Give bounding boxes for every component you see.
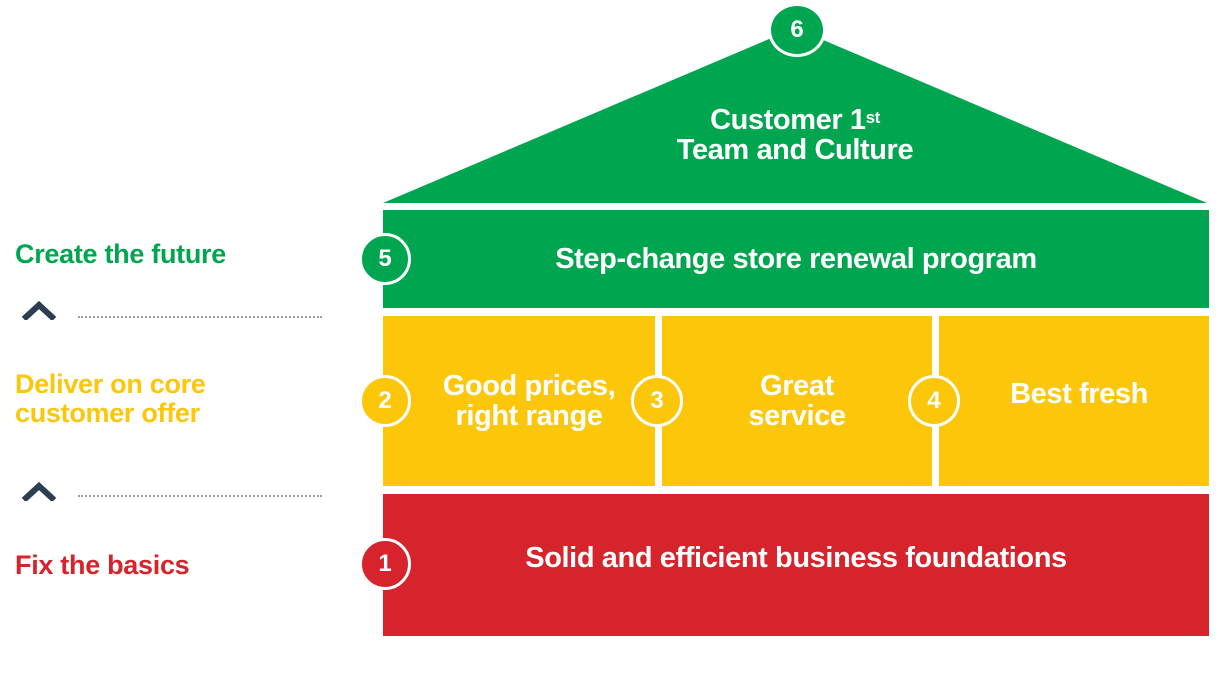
block-store-renewal: Step-change store renewal program <box>383 210 1209 308</box>
block-great-service-line2: service <box>748 400 846 432</box>
block-good-prices: Good prices, right range <box>383 316 655 486</box>
number-badge-1: 1 <box>359 538 411 590</box>
roof-text: Customer 1st Team and Culture <box>600 105 990 165</box>
label-deliver-on-core: Deliver on core customer offer <box>15 370 206 428</box>
label-fix-the-basics: Fix the basics <box>15 550 190 580</box>
number-badge-2: 2 <box>359 375 411 427</box>
block-best-fresh: Best fresh <box>939 316 1209 486</box>
dotted-divider <box>78 316 322 318</box>
label-create-the-future: Create the future <box>15 239 226 269</box>
chevron-up-icon <box>22 481 56 501</box>
chevron-up-icon <box>22 300 56 320</box>
label-deliver-line1: Deliver on core <box>15 369 206 399</box>
label-deliver-line2: customer offer <box>15 398 200 428</box>
roof-line2: Team and Culture <box>676 134 914 166</box>
number-badge-3: 3 <box>631 375 683 427</box>
block-business-foundations-text: Solid and efficient business foundations <box>525 542 1067 574</box>
block-good-prices-line1: Good prices, <box>442 370 616 402</box>
number-badge-5: 5 <box>359 233 411 285</box>
block-good-prices-line2: right range <box>455 400 603 432</box>
block-great-service-line1: Great <box>760 370 834 402</box>
roof-line1-sup: st <box>865 108 881 127</box>
block-great-service: Great service <box>662 316 932 486</box>
roof-line1: Customer 1st <box>710 104 881 136</box>
block-best-fresh-text: Best fresh <box>1010 378 1148 410</box>
block-good-prices-text: Good prices, right range <box>423 370 616 432</box>
block-great-service-text: Great service <box>748 370 846 432</box>
dotted-divider <box>78 495 322 497</box>
roof-triangle <box>383 28 1207 203</box>
number-badge-4: 4 <box>908 375 960 427</box>
block-store-renewal-text: Step-change store renewal program <box>555 243 1037 275</box>
number-badge-6: 6 <box>768 3 826 57</box>
block-business-foundations: Solid and efficient business foundations <box>383 494 1209 636</box>
